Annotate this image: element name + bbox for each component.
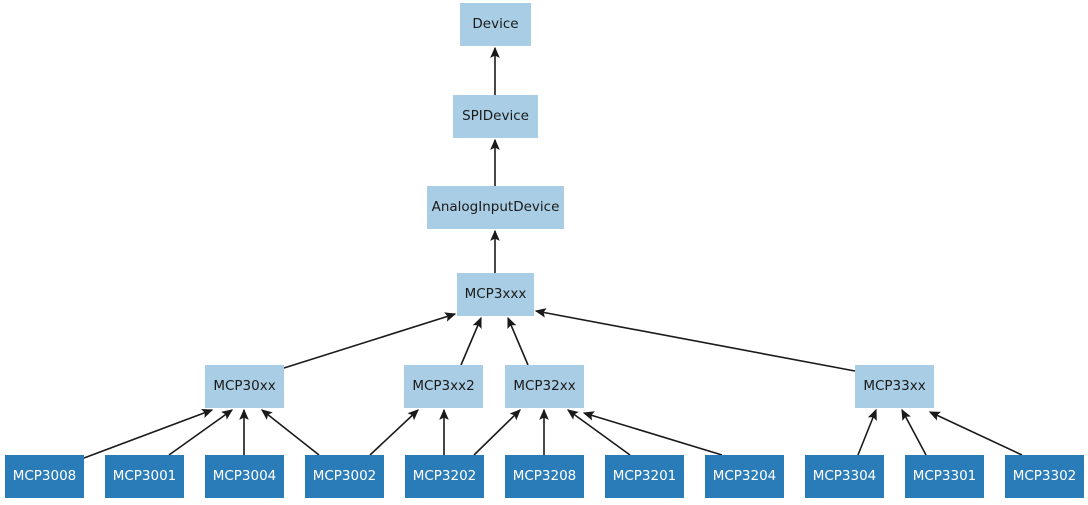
class-node-analoginputdevice[interactable]: AnalogInputDevice	[427, 186, 564, 229]
class-node-spidevice[interactable]: SPIDevice	[453, 95, 538, 138]
class-node-label: Device	[472, 15, 519, 32]
class-node-label: MCP3304	[812, 467, 877, 484]
class-node-mcp3204[interactable]: MCP3204	[705, 455, 784, 498]
class-node-mcp3201[interactable]: MCP3201	[605, 455, 684, 498]
inheritance-arrow-mcp32xx-to-mcp3xxx	[507, 316, 529, 366]
inheritance-arrow-mcp3008-to-mcp30xx	[83, 408, 214, 459]
inheritance-arrow-mcp3001-to-mcp30xx	[168, 409, 234, 456]
class-node-label: SPIDevice	[462, 107, 529, 124]
class-node-label: MCP3208	[512, 467, 577, 484]
inheritance-arrow-mcp3301-to-mcp33xx	[901, 408, 927, 456]
class-node-mcp3004[interactable]: MCP3004	[205, 455, 284, 498]
class-node-label: MCP3xx2	[412, 377, 475, 394]
inheritance-arrow-mcp3002-to-mcp3xx2	[369, 409, 419, 456]
inheritance-arrow-mcp3002-to-mcp30xx	[260, 409, 320, 456]
class-node-label: MCP3004	[212, 467, 277, 484]
class-node-mcp30xx[interactable]: MCP30xx	[205, 365, 284, 408]
class-node-label: AnalogInputDevice	[431, 198, 560, 215]
inheritance-arrow-mcp33xx-to-mcp3xxx	[534, 308, 856, 372]
class-node-label: MCP3xxx	[464, 285, 527, 302]
inheritance-arrow-mcp3201-to-mcp32xx	[566, 409, 631, 456]
inheritance-arrow-mcp3202-to-mcp32xx	[473, 409, 521, 456]
inheritance-arrow-mcp3xx2-to-mcp3xxx	[460, 316, 482, 366]
class-node-label: MCP3302	[1012, 467, 1077, 484]
class-node-mcp33xx[interactable]: MCP33xx	[855, 365, 934, 408]
class-node-label: MCP3002	[312, 467, 377, 484]
inheritance-arrow-mcp3304-to-mcp33xx	[857, 408, 877, 456]
inheritance-arrow-mcp30xx-to-mcp3xxx	[283, 312, 457, 369]
class-node-mcp3302[interactable]: MCP3302	[1005, 455, 1084, 498]
class-node-mcp32xx[interactable]: MCP32xx	[505, 365, 584, 408]
class-node-label: MCP3001	[112, 467, 177, 484]
class-node-mcp3001[interactable]: MCP3001	[105, 455, 184, 498]
class-node-mcp3202[interactable]: MCP3202	[405, 455, 484, 498]
class-node-mcp3008[interactable]: MCP3008	[5, 455, 84, 498]
class-node-label: MCP30xx	[213, 377, 276, 394]
class-node-mcp3208[interactable]: MCP3208	[505, 455, 584, 498]
inheritance-arrow-mcp3302-to-mcp33xx	[928, 411, 1023, 456]
class-node-label: MCP3008	[12, 467, 77, 484]
inheritance-arrow-mcp3204-to-mcp32xx	[582, 411, 723, 456]
class-node-mcp3xx2[interactable]: MCP3xx2	[404, 365, 483, 408]
class-node-label: MCP32xx	[513, 377, 576, 394]
class-node-mcp3304[interactable]: MCP3304	[805, 455, 884, 498]
class-node-label: MCP3202	[412, 467, 477, 484]
class-node-label: MCP33xx	[863, 377, 926, 394]
class-node-label: MCP3301	[912, 467, 977, 484]
class-node-mcp3002[interactable]: MCP3002	[305, 455, 384, 498]
class-node-device[interactable]: Device	[460, 3, 531, 46]
class-node-mcp3xxx[interactable]: MCP3xxx	[457, 273, 534, 316]
class-node-label: MCP3204	[712, 467, 777, 484]
class-node-mcp3301[interactable]: MCP3301	[905, 455, 984, 498]
class-node-label: MCP3201	[612, 467, 677, 484]
